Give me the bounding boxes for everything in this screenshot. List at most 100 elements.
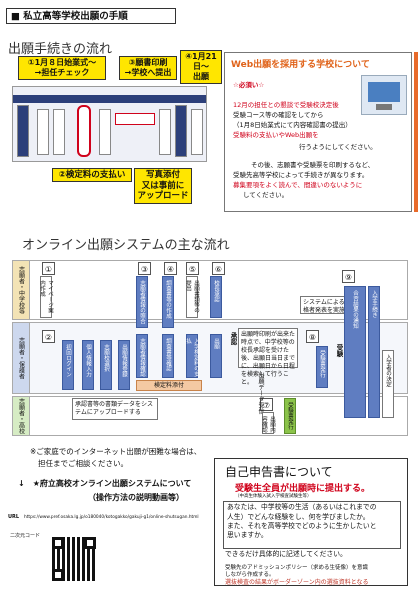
flow-personal-info: 個人情報入力 [82, 340, 94, 390]
note-consult-line1: ※ご家庭でのインターネット出願が困難な場合は、 [30, 447, 202, 456]
self-report-foot2: しながら作成する。 [225, 572, 275, 578]
url-label: URL [8, 514, 20, 520]
flow-enrollment: 入学手続き [368, 286, 380, 418]
note-consult-line2: 担任までご相談ください。 [38, 459, 128, 468]
url-link[interactable]: https://www.pref.osaka.lg.jp/o180040/kot… [24, 515, 199, 520]
flow-block-6 [191, 109, 203, 155]
flow-report-confirm: 調査書等確認 [162, 334, 174, 378]
section-title-application-flow: 出願手続きの流れ [8, 42, 113, 57]
flow-block-3 [99, 109, 111, 155]
callout-step2: ②検定料の支払い [52, 168, 132, 182]
callout-step3-line2: →学校へ提出 [124, 68, 172, 77]
exam-fee-attach-tag: 検定料添付 [136, 380, 202, 391]
web-box-line4: 受験料の支払いやWeb出願を [233, 131, 319, 139]
web-application-info-box: Web出願を採用する学校について ☆必須い☆ 12月の担任との懇談で受験校決定後… [224, 52, 412, 212]
web-box-badge: ☆必須い☆ [233, 81, 265, 89]
flow-left-column [17, 105, 29, 157]
flow-block-2 [53, 109, 65, 155]
callout-step4: ④1月21日～ 出願 [180, 50, 222, 84]
flow-enroll-decision: 入学者の決定 [382, 350, 394, 418]
step-number-2: ② [42, 330, 55, 343]
web-box-line5: 行うようにしてください。 [299, 143, 377, 151]
flow-apply: 出願 [210, 334, 222, 378]
self-report-body4: 思いますか。 [227, 531, 268, 539]
link-system-video[interactable]: （操作方法の説明動画等） [88, 493, 184, 502]
note-center-instructions: 出願時印刷が出来た時点で、中学校等の校長承認を受けた後、出願日当日までに、出願日… [238, 328, 298, 386]
step-number-6: ⑥ [212, 262, 225, 275]
section-title-online-flow: オンライン出願システムの主な流れ [22, 238, 230, 253]
flow-docs-submit: 出願書類等の提出 [185, 276, 199, 318]
lane-label-applicant: 志願者・保護者 [12, 322, 30, 394]
flow-report-create: 調査書等の作成 [162, 276, 174, 328]
flow-receive-data: 出願データ受信 [257, 372, 264, 414]
web-box-line8: 募集要項をよく読んで、間違いのないように [233, 181, 363, 189]
flow-ticket-issue: 受験票発行 [316, 346, 328, 388]
note-system-results: システムによる合格者発表を実施 [300, 296, 354, 314]
self-report-subtitle: 受験生全員が出願時に提出する。 [235, 484, 371, 494]
flow-block-payment [115, 113, 155, 125]
step-number-7: ⑦ [260, 398, 273, 411]
web-box-title: Web出願を採用する学校について [231, 60, 370, 70]
callout-photo-line2: 又は事前に [141, 180, 185, 191]
callout-step4-line2: 出願 [193, 72, 209, 81]
flow-exam-label: 受験 [335, 344, 343, 357]
self-report-body3: また、それを高等学校でどのように生かしたいと [227, 522, 377, 530]
self-report-body2: 人生）でどんな経験をし、何を学びましたか。 [227, 513, 370, 521]
link-system-info[interactable]: ↓ ★府立高校オンライン出願システムについて [18, 479, 192, 488]
flow-exam-fee: 入学検定料の支払 [185, 334, 199, 378]
flow-approve-label: 承認 [229, 332, 237, 345]
flow-info-confirm: 志願者情報確認 [136, 334, 148, 378]
callout-step3-line1: ③願書印刷 [128, 58, 168, 67]
flow-result-notice: 合否結果の通知 [344, 286, 366, 418]
callout-photo-line3: アップロード [137, 191, 189, 201]
lane-label-school: 志願者・中学校等 [12, 260, 30, 320]
page-header: ■ 私立高等学校出願の手順 [6, 8, 176, 24]
qr-code-icon[interactable] [52, 537, 96, 581]
flow-step-bar [13, 95, 206, 103]
step-number-1: ① [42, 262, 55, 275]
callout-step1-line2: →担任チェック [34, 68, 90, 77]
step-number-9: ⑨ [342, 270, 355, 283]
flow-block-1 [37, 109, 49, 155]
flow-first-login: 初回ログイン [62, 340, 74, 390]
computer-icon [361, 75, 407, 115]
qr-label: 二次元コード [10, 533, 41, 539]
flow-block-5 [175, 105, 187, 157]
flow-info-match: 志願者情報の照合 [136, 276, 148, 328]
callout-step1: ①1月８日始業式～ →担任チェック [18, 56, 106, 80]
web-box-line1: 12月の担任との懇談で受験校決定後 [233, 101, 339, 109]
flow-principal-approval: 校長承認 [210, 276, 222, 318]
callout-step4-line1: ④1月21日～ [185, 52, 217, 71]
flow-diagram-overview [12, 86, 207, 162]
self-report-box: 自己申告書について 受験生全員が出願時に提出する。 （中高生体験入試入学検査試験… [214, 458, 408, 586]
flow-content-check: 出願内容確認 [261, 412, 275, 434]
web-box-line2: 受験コース等の確認をしてから [233, 111, 324, 119]
web-box-line7: 受験先高等学校によって手続きが異なります。 [233, 171, 369, 179]
note-upload: 承認書等の書類データをシステムにアップロードする [72, 398, 158, 420]
self-report-prompt: あなたは、中学校等の生活（あるいはこれまでの 人生）でどんな経験をし、何を学びま… [223, 501, 401, 549]
flow-portal-creation: マイページ案内作成 [39, 276, 53, 318]
callout-step3: ③願書印刷 →学校へ提出 [119, 56, 177, 80]
flow-school-select: 志願校選択 [100, 340, 112, 390]
self-report-caption: （中高生体験入試入学検査試験生等） [235, 494, 312, 499]
callout-step1-line1: ①1月８日始業式～ [27, 58, 97, 67]
web-box-line6: その後、志願書や受験票を印刷するなど、 [251, 161, 375, 169]
flow-block-highlight [77, 105, 91, 157]
step-number-5: ⑤ [186, 262, 199, 275]
web-box-accent-bar [414, 52, 418, 212]
web-box-line3: （1月8日始業式にて内容確認書の提出） [233, 121, 352, 129]
flow-info-register: 出願情報登録 [118, 340, 130, 390]
step-number-8: ⑧ [306, 330, 319, 343]
self-report-body1: あなたは、中学校等の生活（あるいはこれまでの [227, 503, 377, 511]
flow-block-4 [159, 109, 171, 155]
callout-photo-line1: 写真添付 [145, 170, 180, 180]
step-number-3: ③ [138, 262, 151, 275]
flow-highschool-step: 受験票発行 [284, 398, 296, 434]
self-report-foot3: 選抜検査の結果がボーダーゾーン内の選抜資料となる [225, 579, 369, 586]
web-box-line9: してください。 [243, 191, 289, 199]
self-report-foot1: 受験先のアドミッションポリシー（求める生徒像）を意識 [225, 565, 369, 571]
lane-label-highschool: 志願者・高校 [12, 396, 30, 436]
self-report-body5: できるだけ具体的に記述してください。 [225, 550, 347, 558]
self-report-title: 自己申告書について [225, 465, 333, 479]
callout-photo: 写真添付 又は事前に アップロード [134, 168, 192, 204]
